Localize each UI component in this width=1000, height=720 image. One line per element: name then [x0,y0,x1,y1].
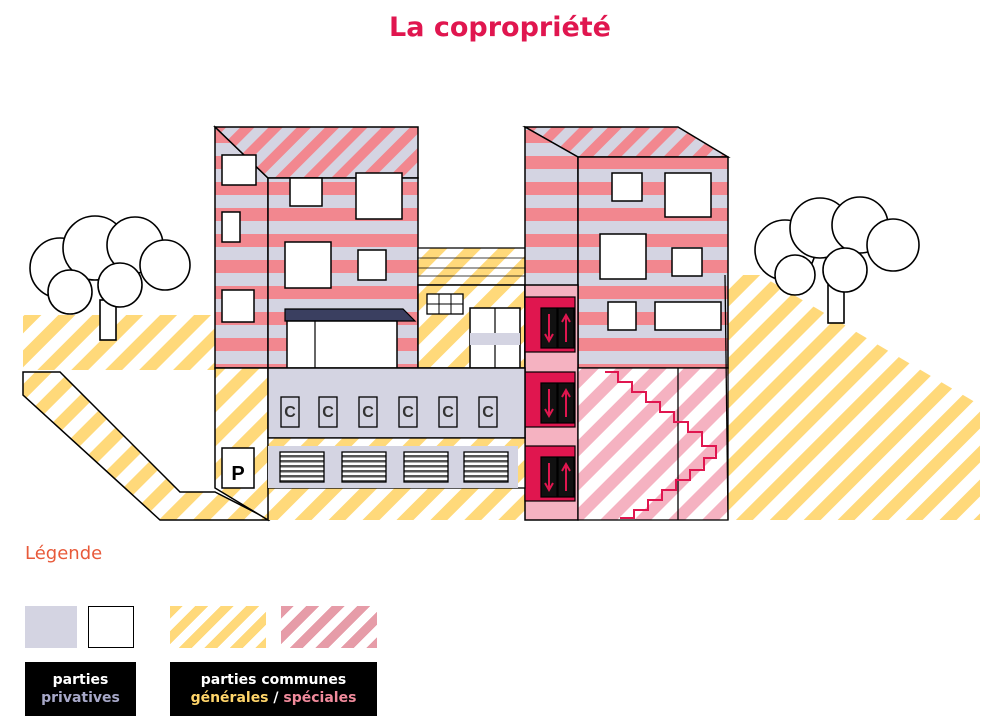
cellar-doors: C C C C C C [280,396,498,428]
shop-awning [284,308,417,322]
legend-swatch-private-grey [25,606,77,648]
cellar-letter: C [442,404,454,421]
legend-communes-speciales: spéciales [283,690,357,706]
cellar-letter: C [402,404,414,421]
parking-sign: P [231,463,244,485]
cellar-letter: C [284,404,296,421]
coownership-diagram: P C C C C C C [22,125,980,522]
ground-left-path [23,315,215,370]
window [357,249,387,281]
tree-left-icon [29,215,191,341]
window [611,172,643,202]
window [664,172,712,218]
garage-door [341,451,387,483]
stairwell-area [577,367,729,521]
window [654,301,722,331]
cellar-letter: C [482,404,494,421]
legend-swatch-general [170,606,266,648]
garage-door [463,451,509,483]
ramp-path [22,371,271,521]
legend-communes-line1: parties communes [200,672,347,688]
window [221,289,255,323]
legend-swatch-private-white [88,606,134,648]
cellar-letter: C [322,404,334,421]
building-left [213,125,419,369]
elevator-icon [524,296,576,502]
garage-door [279,451,325,483]
legend-title: Légende [25,543,103,564]
window [221,154,257,186]
window [599,233,647,280]
legend-swatch-special [281,606,377,648]
shop-front [286,320,398,369]
cellar-letter: C [362,404,374,421]
staircase [605,371,717,519]
building-middle [417,247,581,369]
window [607,301,637,331]
legend-label-communes: parties communes générales / spéciales [170,662,377,716]
parking-sign-box [221,447,255,489]
window [221,211,241,243]
window [289,177,323,207]
legend-label-privatives: parties privatives [25,662,136,716]
window [284,241,332,289]
window [671,247,703,277]
window [355,172,403,220]
legend-privatives-line2: privatives [41,690,120,706]
ground-right-slope [725,275,980,520]
tree-right-icon [754,196,920,324]
page-title: La copropriété [389,12,611,43]
garage-door [403,451,449,483]
legend-communes-separator: / [268,690,284,706]
legend-privatives-line1: parties [52,672,109,688]
legend-communes-generales: générales [190,690,269,706]
